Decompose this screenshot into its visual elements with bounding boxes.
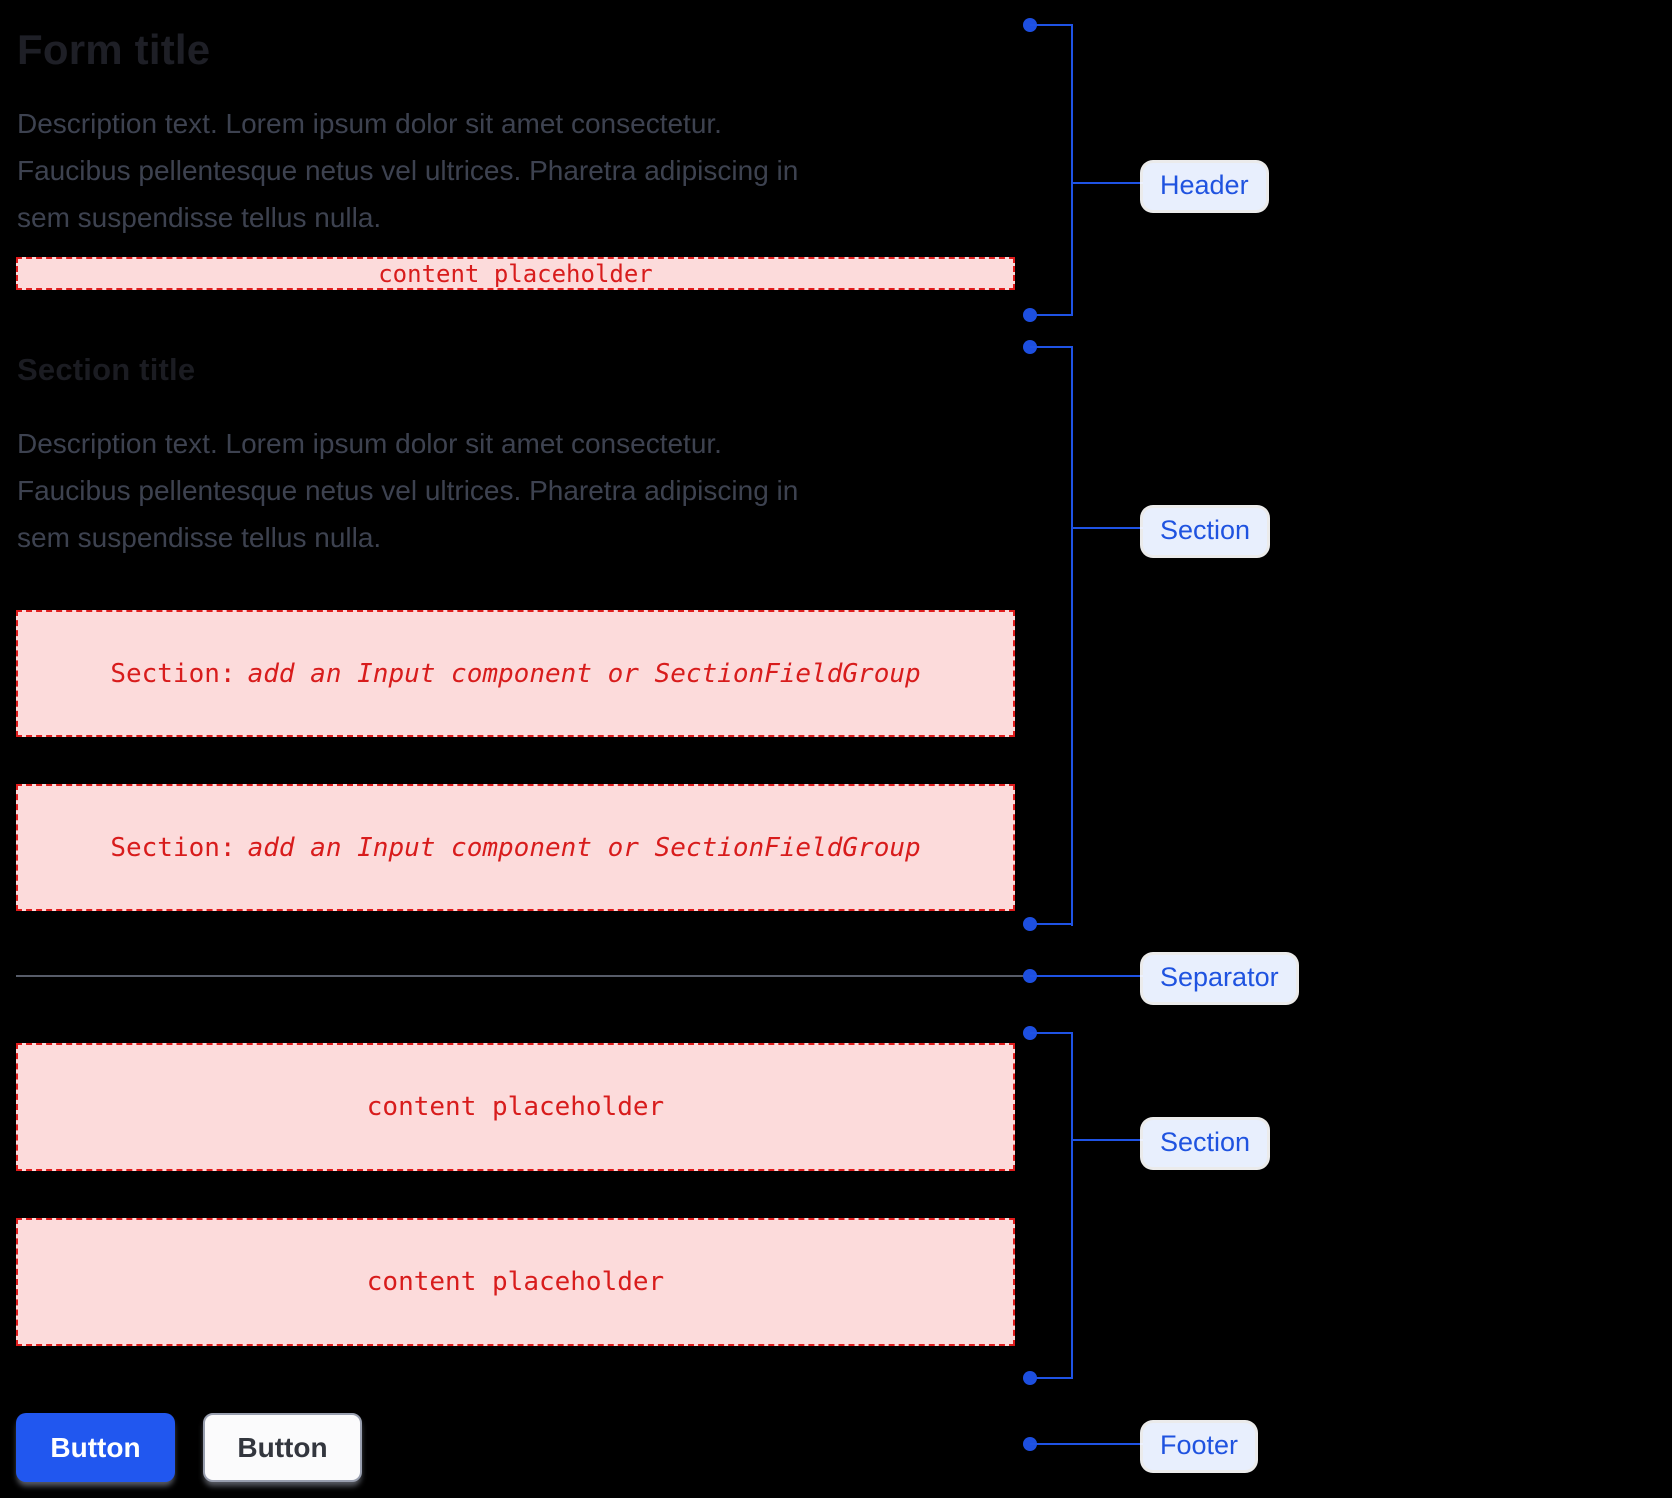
header-callout-label: Header (1143, 163, 1266, 210)
annotation-line (1030, 923, 1072, 925)
annotation-line (1072, 1139, 1143, 1141)
primary-button[interactable]: Button (16, 1413, 175, 1482)
annotation-line (1030, 346, 1072, 348)
section-callout-label: Section (1143, 508, 1268, 555)
description-line: Faucibus pellentesque netus vel ultrices… (17, 475, 799, 506)
header-content-placeholder: content placeholder (16, 257, 1015, 290)
placeholder-text: content placeholder (366, 1092, 665, 1122)
description-line: Faucibus pellentesque netus vel ultrices… (17, 155, 799, 186)
annotation-line (1072, 527, 1143, 529)
secondary-button[interactable]: Button (203, 1413, 362, 1482)
annotation-line (1030, 975, 1143, 977)
placeholder-text: content placeholder (378, 259, 653, 288)
placeholder-text: add an Input component or SectionFieldGr… (247, 832, 921, 863)
section-title: Section title (17, 352, 196, 387)
annotation-dot (1023, 1371, 1037, 1385)
annotation-line (1030, 314, 1072, 316)
separator-line (16, 975, 1024, 977)
annotation-line (1030, 24, 1072, 26)
annotation-bracket (1071, 346, 1073, 926)
section2-content-placeholder: content placeholder (16, 1218, 1015, 1346)
placeholder-prefix: Section: (110, 658, 236, 689)
annotation-line (1030, 1443, 1143, 1445)
description-line: sem suspendisse tellus nulla. (17, 202, 382, 233)
section-description: Description text. Lorem ipsum dolor sit … (17, 420, 977, 561)
form-title: Form title (17, 26, 211, 73)
annotation-dot (1023, 917, 1037, 931)
section2-callout-label: Section (1143, 1120, 1268, 1167)
annotation-line (1030, 1377, 1072, 1379)
separator-callout-label: Separator (1143, 955, 1296, 1002)
placeholder-prefix: Section: (110, 832, 236, 863)
annotation-dot (1023, 308, 1037, 322)
annotation-line (1030, 1032, 1072, 1034)
description-line: Description text. Lorem ipsum dolor sit … (17, 428, 722, 459)
section-fieldgroup-placeholder: Section: add an Input component or Secti… (16, 784, 1015, 911)
placeholder-text: content placeholder (366, 1267, 665, 1297)
section-fieldgroup-placeholder: Section: add an Input component or Secti… (16, 610, 1015, 737)
placeholder-text: add an Input component or SectionFieldGr… (247, 658, 921, 689)
description-line: Description text. Lorem ipsum dolor sit … (17, 108, 722, 139)
annotation-bracket (1071, 24, 1073, 316)
description-line: sem suspendisse tellus nulla. (17, 522, 382, 553)
section2-content-placeholder: content placeholder (16, 1043, 1015, 1171)
annotation-line (1072, 182, 1143, 184)
annotation-bracket (1071, 1032, 1073, 1379)
form-description: Description text. Lorem ipsum dolor sit … (17, 100, 977, 241)
footer-callout-label: Footer (1143, 1423, 1256, 1470)
